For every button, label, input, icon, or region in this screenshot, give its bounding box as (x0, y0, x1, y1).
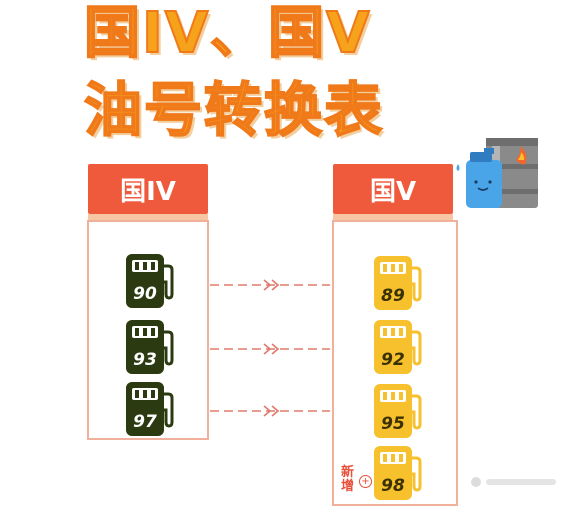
grade-number: 92 (381, 350, 405, 370)
header-underbar (333, 214, 453, 222)
fuel-pump-icon: 93 (124, 318, 176, 376)
plus-circle-icon: + (359, 475, 372, 488)
title-line-2: 油号转换表 (83, 76, 385, 144)
grade-number: 89 (381, 286, 405, 306)
double-chevron-right-icon (210, 279, 330, 291)
fuel-pump-icon: 90 (124, 252, 176, 310)
title-line-1: 国IV、国V (83, 1, 372, 67)
grade-number: 95 (381, 414, 405, 434)
grade-number: 93 (133, 350, 157, 370)
double-chevron-right-icon (210, 343, 330, 355)
watermark-blur (471, 477, 556, 487)
new-grade-label: 新增 (341, 465, 355, 494)
header-guo-iv: 国IV (88, 164, 208, 222)
grade-number: 97 (133, 412, 157, 432)
oil-barrel-and-jerrycan-icon (456, 138, 538, 208)
fuel-pump-icon: 89 (372, 254, 424, 312)
double-chevron-right-icon (210, 405, 330, 417)
grade-number: 98 (381, 476, 405, 496)
fuel-pump-icon: 98 (372, 444, 424, 502)
fuel-pump-icon: 92 (372, 318, 424, 376)
header-guo-iv-label: 国IV (120, 176, 176, 207)
fuel-pump-icon: 97 (124, 380, 176, 438)
header-underbar (88, 214, 208, 222)
grade-number: 90 (133, 284, 157, 304)
header-guo-v: 国V (333, 164, 453, 222)
header-guo-v-label: 国V (369, 176, 417, 207)
fuel-pump-icon: 95 (372, 382, 424, 440)
